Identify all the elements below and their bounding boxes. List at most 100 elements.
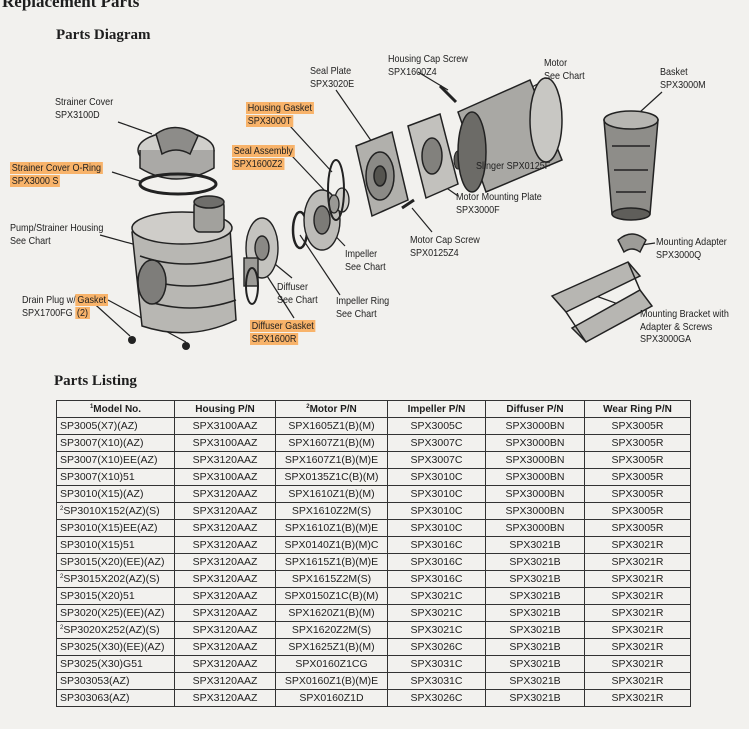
table-cell: SPX3010C [387, 519, 486, 537]
table-cell: SPX3120AAZ [174, 502, 276, 520]
table-cell: SPX3021B [485, 604, 585, 622]
table-cell: SPX0160Z1(B)(M)E [275, 672, 388, 690]
label-text: Impeller Ring [336, 295, 390, 307]
label-part-number: SPX1600Z4 [388, 65, 437, 78]
table-cell-value: SPX0150Z1C(B)(M) [284, 589, 379, 602]
column-header: Housing P/N [174, 400, 276, 418]
table-cell-value: SPX3000BN [505, 504, 565, 517]
table-cell: SPX3021B [485, 689, 585, 707]
table-cell-value: SPX3021B [509, 555, 561, 568]
table-cell-value: SPX0160Z1D [299, 691, 364, 704]
label-part-number: SPX3000M [660, 78, 706, 91]
table-cell-value: SPX3010C [410, 470, 463, 483]
label-impeller: Impeller See Chart [345, 248, 386, 273]
table-cell: SPX3016C [387, 553, 486, 571]
table-cell: SPX3021R [584, 689, 691, 707]
label-part-number: SPX3000 S [10, 174, 61, 187]
column-header-label: Motor P/N [309, 403, 357, 415]
label-text: Diffuser [277, 281, 308, 293]
table-cell: SPX3021R [584, 672, 691, 690]
table-cell-value: SPX1610Z1(B)(M)E [284, 521, 379, 534]
table-cell: SPX1615Z2M(S) [275, 570, 388, 588]
table-cell: SPX3000BN [485, 468, 585, 486]
column-header-label: Wear Ring P/N [603, 403, 672, 415]
table-cell: SPX3021C [387, 587, 486, 605]
table-cell: SPX3005R [584, 502, 691, 520]
table-cell-value: SPX0160Z1CG [295, 657, 368, 670]
table-cell-value: SP3010(X15)EE(AZ) [60, 521, 158, 534]
table-cell-value: SPX3031C [410, 674, 463, 687]
table-cell-value: SPX3021B [509, 691, 561, 704]
table-cell-value: SPX3010C [410, 521, 463, 534]
table-cell-value: SP303063(AZ) [60, 691, 130, 704]
table-cell: SPX3120AAZ [174, 638, 276, 656]
table-cell-value: SPX3021B [509, 538, 561, 551]
table-cell: SPX3007C [387, 451, 486, 469]
table-cell-value: SPX3016C [410, 538, 463, 551]
table-cell: SPX3021B [485, 553, 585, 571]
table-cell-value: SPX3120AAZ [192, 572, 258, 585]
table-cell-value: SPX3021B [509, 674, 561, 687]
label-part-number: See Chart [544, 69, 585, 82]
table-cell: SP3020(X25)(EE)(AZ) [56, 604, 175, 622]
table-cell-value: SP3007(X10)(AZ) [60, 436, 144, 449]
table-cell: SPX3021B [485, 536, 585, 554]
table-cell: SPX3000BN [485, 451, 585, 469]
table-cell-value: SPX1610Z1(B)(M) [288, 487, 375, 500]
table-cell: SPX1605Z1(B)(M) [275, 417, 388, 435]
table-cell-value: SP3020X252(AZ)(S) [63, 623, 160, 636]
label-seal-assembly: Seal Assembly SPX1600Z2 [232, 145, 295, 170]
table-cell: SPX1610Z1(B)(M)E [275, 519, 388, 537]
table-cell: SPX3120AAZ [174, 570, 276, 588]
label-text: Motor [544, 57, 568, 69]
label-text: Motor Mounting Plate [456, 191, 542, 203]
label-diffuser-gasket: Diffuser Gasket SPX1600R [250, 320, 316, 345]
table-cell: SPX0140Z1(B)(M)C [275, 536, 388, 554]
table-cell-value: SPX1605Z1(B)(M) [288, 419, 375, 432]
table-cell-value: SPX3021R [611, 572, 664, 585]
table-cell: SPX1625Z1(B)(M) [275, 638, 388, 656]
label-text: Seal Plate [310, 65, 352, 77]
footnote-marker: 2 [306, 403, 310, 410]
table-cell: SPX3005R [584, 451, 691, 469]
column-header: Impeller P/N [387, 400, 486, 418]
label-impeller-ring: Impeller Ring See Chart [336, 295, 389, 320]
table-cell: SPX3120AAZ [174, 536, 276, 554]
table-cell-value: SPX3021R [611, 538, 664, 551]
table-cell-value: SPX3120AAZ [192, 640, 258, 653]
table-cell-value: SPX1610Z2M(S) [291, 504, 372, 517]
table-cell: SPX3005R [584, 468, 691, 486]
parts-listing-title: Parts Listing [54, 373, 137, 389]
table-cell: SPX3021B [485, 587, 585, 605]
table-cell: SPX3000BN [485, 434, 585, 452]
table-cell: SPX1610Z1(B)(M) [275, 485, 388, 503]
table-cell-value: SPX3120AAZ [192, 657, 258, 670]
table-cell: SP3025(X30)(EE)(AZ) [56, 638, 175, 656]
table-cell-value: SP3005(X7)(AZ) [60, 419, 138, 432]
label-part-number: SPX1600R [250, 332, 299, 345]
table-cell: SPX1610Z2M(S) [275, 502, 388, 520]
table-cell-value: SPX3100AAZ [192, 419, 258, 432]
table-body: SP3005(X7)(AZ) SPX3100AAZ SPX1605Z1(B)(M) S… [56, 417, 691, 707]
table-cell-value: SPX3120AAZ [192, 589, 258, 602]
label-text: Slinger SPX0125F [476, 160, 551, 172]
table-cell-value: SPX1615Z2M(S) [291, 572, 372, 585]
table-cell-value: SPX3021C [410, 606, 463, 619]
table-cell-value: SPX3120AAZ [192, 623, 258, 636]
table-cell-value: SPX3120AAZ [192, 691, 258, 704]
table-cell: SPX3021R [584, 570, 691, 588]
table-cell: SPX3100AAZ [174, 417, 276, 435]
table-cell-value: SPX3000BN [505, 470, 565, 483]
table-cell-value: SP303053(AZ) [60, 674, 130, 687]
footnote-marker: 2 [60, 573, 64, 580]
footnote-marker: 2 [60, 505, 64, 512]
table-cell-value: SPX1607Z1(B)(M)E [284, 453, 379, 466]
